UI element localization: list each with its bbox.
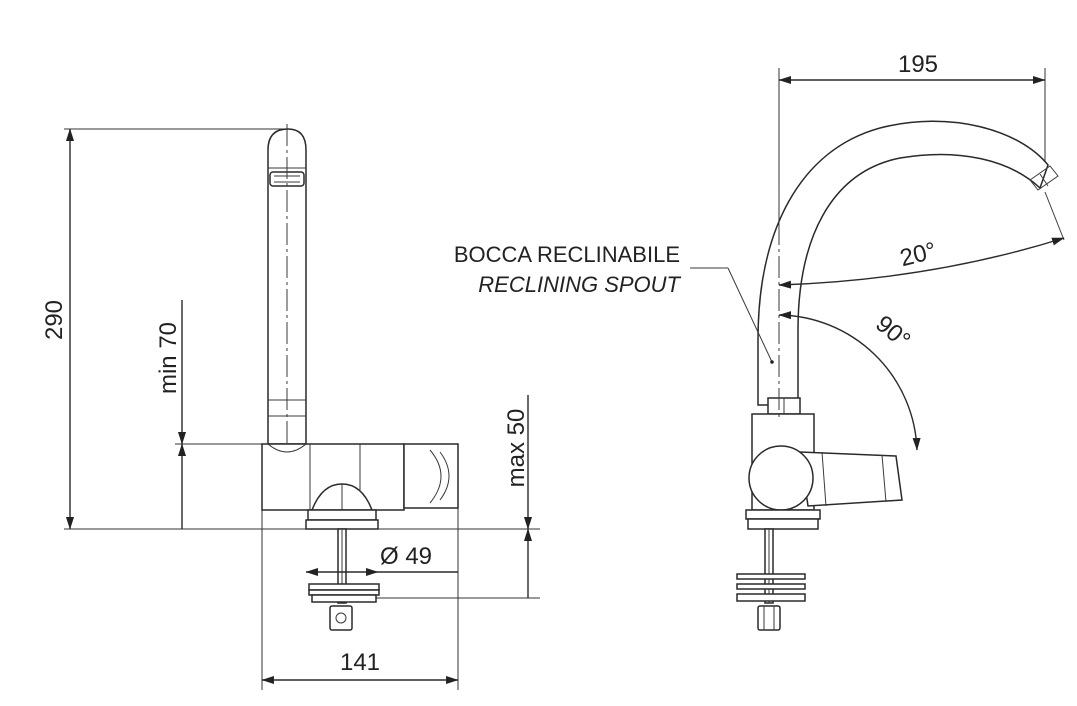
dim-reach-label: 195 — [898, 51, 938, 78]
dim-min-clearance: min 70 — [155, 300, 187, 529]
dim-height-total-label: 290 — [41, 300, 68, 340]
dim-min-clearance-label: min 70 — [155, 322, 182, 394]
side-body — [745, 413, 903, 530]
dim-width: 141 — [261, 649, 459, 685]
front-view: 290 min 70 max 50 Ø 49 141 — [41, 124, 540, 690]
dim-max-thickness-label: max 50 — [503, 409, 530, 488]
front-body — [261, 443, 459, 511]
dim-hole-diameter-label: Ø 49 — [380, 543, 432, 570]
front-base — [305, 509, 380, 631]
side-view: 195 20° 90° BOCCA RECLINABILE RECLINING … — [454, 51, 1065, 631]
dim-reach: 195 — [778, 51, 1046, 85]
angle-spout-label: 20° — [897, 237, 939, 272]
dim-width-label: 141 — [340, 649, 380, 676]
dim-height-total: 290 — [41, 128, 75, 530]
side-base — [736, 528, 806, 631]
callout-label-it: BOCCA RECLINABILE — [454, 242, 680, 267]
spout-callout: BOCCA RECLINABILE RECLINING SPOUT — [454, 242, 774, 364]
dim-max-thickness: max 50 — [503, 395, 533, 598]
callout-label-en: RECLINING SPOUT — [478, 272, 681, 297]
angle-handle-label: 90° — [870, 310, 915, 354]
dim-hole-diameter: Ø 49 — [305, 543, 458, 577]
